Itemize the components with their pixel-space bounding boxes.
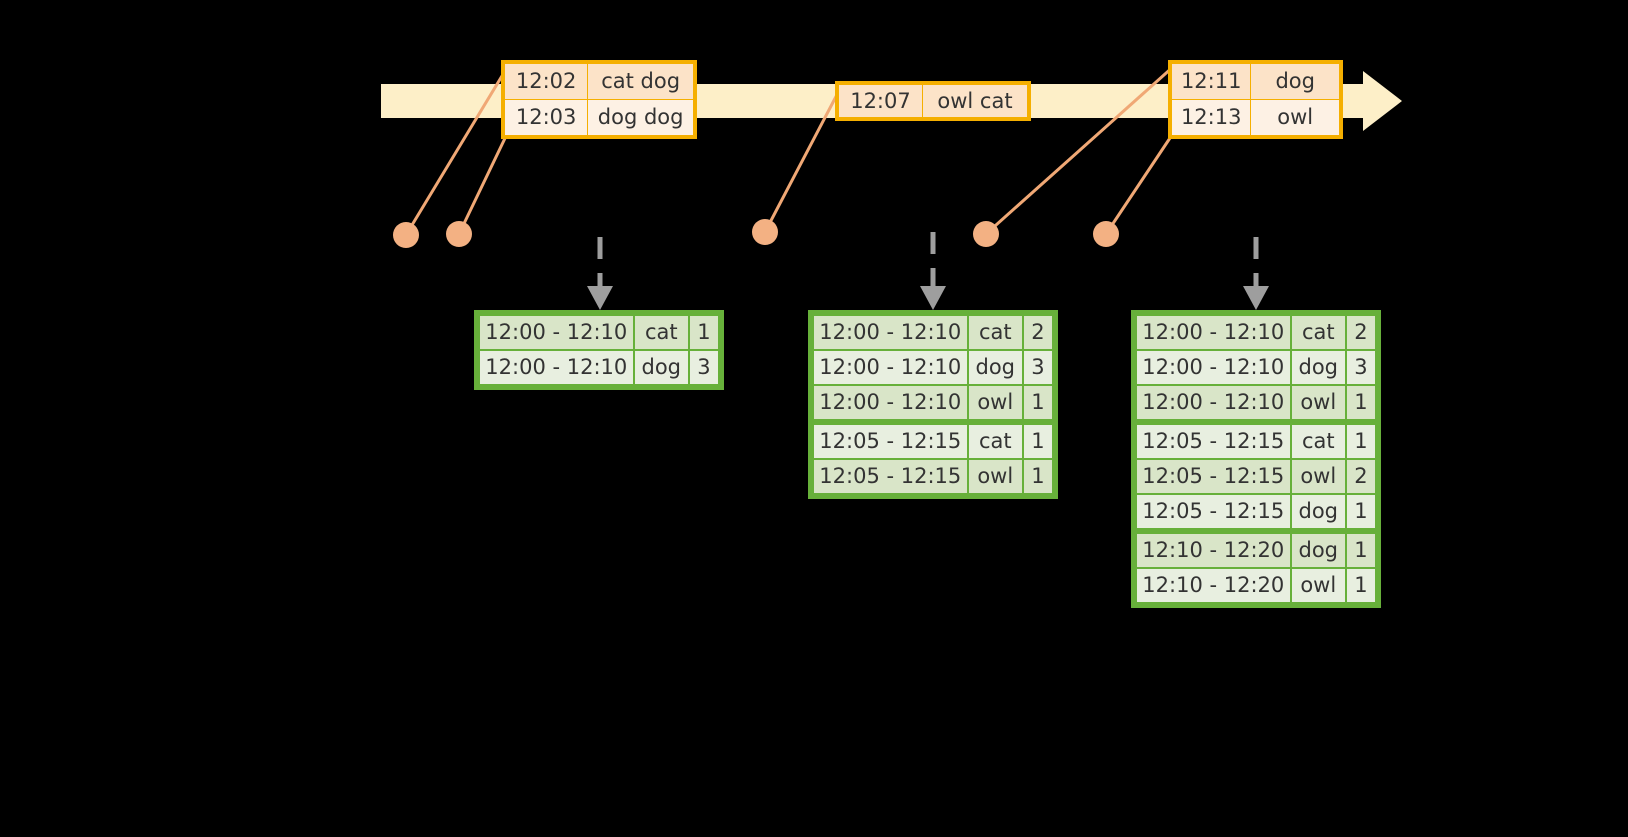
count-cell: 3 (1346, 351, 1375, 384)
event-words: owl (1250, 99, 1340, 136)
event-timestamp: 12:03 (503, 99, 589, 136)
word-cell: owl (968, 460, 1022, 493)
word-cell: cat (968, 421, 1022, 458)
window-cell: 12:10 - 12:20 (1137, 569, 1290, 602)
window-cell: 12:00 - 12:10 (480, 316, 633, 349)
connector-5 (1104, 130, 1176, 236)
count-cell: 1 (1346, 530, 1375, 567)
count-cell: 3 (689, 351, 718, 384)
count-cell: 1 (1023, 421, 1052, 458)
window-cell: 12:00 - 12:10 (1137, 316, 1290, 349)
connector-3 (763, 85, 843, 234)
window-cell: 12:00 - 12:10 (1137, 351, 1290, 384)
event-dots (393, 219, 1119, 248)
dashed-arrow-1-head (587, 286, 613, 310)
word-cell: owl (968, 386, 1022, 419)
event-timestamp: 12:13 (1170, 99, 1252, 136)
window-cell: 12:05 - 12:15 (1137, 460, 1290, 493)
event-timestamp: 12:02 (503, 63, 589, 100)
count-cell: 1 (1346, 495, 1375, 528)
count-cell: 2 (1023, 316, 1052, 349)
word-cell: cat (1291, 316, 1345, 349)
event-timestamp: 12:11 (1170, 63, 1252, 100)
count-cell: 1 (689, 316, 718, 349)
count-cell: 1 (1023, 460, 1052, 493)
event-words: owl cat (921, 84, 1029, 118)
window-cell: 12:00 - 12:10 (814, 386, 967, 419)
event-words: cat dog (587, 63, 694, 100)
dashed-arrows (587, 232, 1269, 310)
window-cell: 12:00 - 12:10 (814, 316, 967, 349)
event-dot-5 (1093, 221, 1119, 247)
word-cell: owl (1291, 386, 1345, 419)
count-cell: 2 (1346, 316, 1375, 349)
count-cell: 3 (1023, 351, 1052, 384)
count-cell: 2 (1346, 460, 1375, 493)
word-cell: cat (1291, 421, 1345, 458)
dashed-arrow-2-head (920, 286, 946, 310)
count-cell: 1 (1346, 421, 1375, 458)
word-cell: dog (1291, 530, 1345, 567)
connector-1 (404, 64, 510, 237)
window-cell: 12:00 - 12:10 (1137, 386, 1290, 419)
event-dot-2 (446, 221, 472, 247)
dashed-arrow-3-head (1243, 286, 1269, 310)
event-dot-4 (973, 221, 999, 247)
connector-2 (457, 130, 510, 236)
word-cell: cat (634, 316, 688, 349)
window-cell: 12:05 - 12:15 (814, 460, 967, 493)
word-cell: dog (634, 351, 688, 384)
window-cell: 12:05 - 12:15 (1137, 421, 1290, 458)
window-cell: 12:00 - 12:10 (480, 351, 633, 384)
window-cell: 12:05 - 12:15 (1137, 495, 1290, 528)
word-cell: dog (1291, 495, 1345, 528)
count-cell: 1 (1346, 569, 1375, 602)
window-cell: 12:00 - 12:10 (814, 351, 967, 384)
word-cell: owl (1291, 569, 1345, 602)
window-cell: 12:10 - 12:20 (1137, 530, 1290, 567)
word-cell: dog (1291, 351, 1345, 384)
count-cell: 1 (1346, 386, 1375, 419)
word-cell: dog (968, 351, 1022, 384)
window-cell: 12:05 - 12:15 (814, 421, 967, 458)
count-cell: 1 (1023, 386, 1052, 419)
event-dot-1 (393, 222, 419, 248)
event-dot-3 (752, 219, 778, 245)
event-words: dog (1250, 63, 1340, 100)
word-cell: cat (968, 316, 1022, 349)
event-timestamp: 12:07 (838, 84, 923, 118)
event-words: dog dog (587, 99, 694, 136)
word-cell: owl (1291, 460, 1345, 493)
